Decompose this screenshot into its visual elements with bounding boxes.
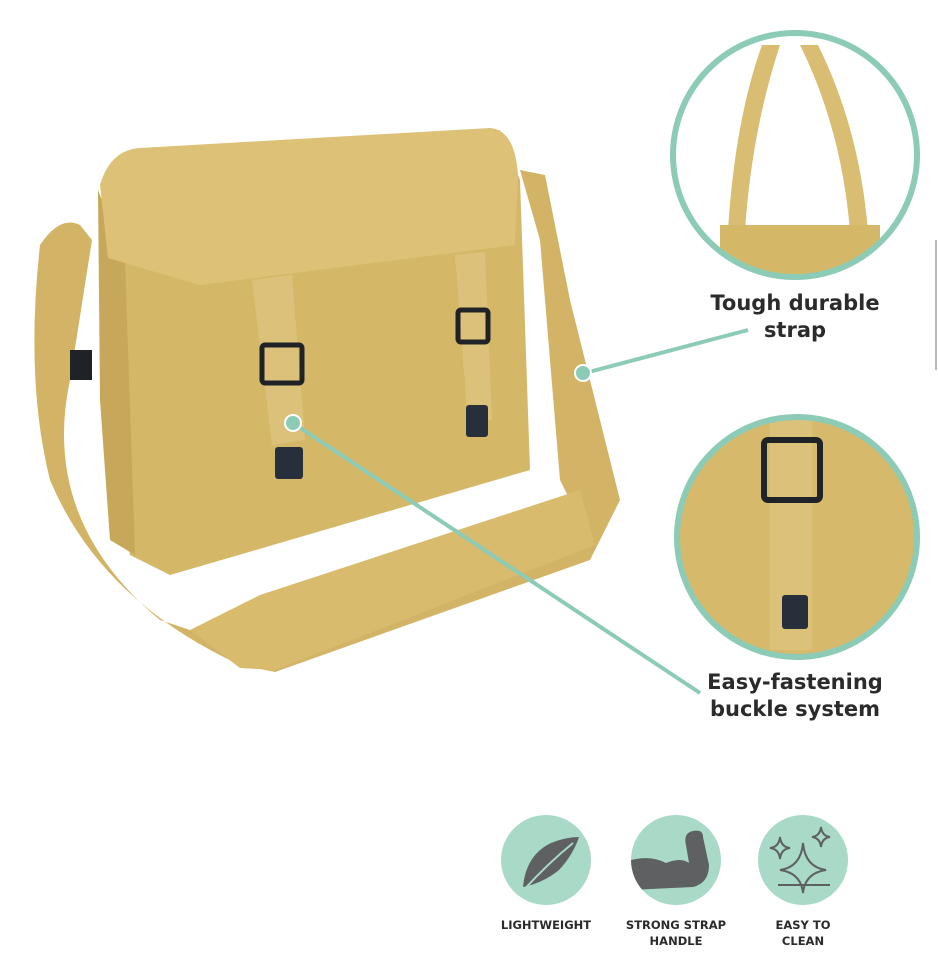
feature-label: CLEAN (781, 934, 825, 948)
strap-callout: Tough durable strap (690, 290, 900, 344)
feature-label: LIGHTWEIGHT (500, 918, 592, 932)
sparkles-icon (758, 815, 848, 905)
flexed-arm-icon (631, 815, 721, 905)
buckle-callout-line2: buckle system (710, 697, 880, 721)
front-strap-right (455, 252, 492, 423)
front-strap-left (252, 275, 305, 445)
feature-label: HANDLE (649, 934, 703, 948)
feature-label: STRONG STRAP (625, 918, 727, 932)
strap-callout-line1: Tough durable (710, 291, 880, 315)
feather-icon (501, 815, 591, 905)
stud-right (466, 405, 488, 437)
buckle-leader-dot (284, 414, 302, 432)
strap-leader-line (584, 328, 749, 375)
strap-leader-dot (574, 364, 592, 382)
feature-strong-strap: STRONG STRAP HANDLE (611, 815, 741, 949)
bag-side (98, 190, 135, 555)
buckle-callout: Easy-fastening buckle system (690, 669, 900, 723)
buckle-detail-view (677, 417, 917, 657)
buckle-left (259, 342, 305, 386)
strap-callout-line2: strap (763, 318, 827, 342)
buckle-right (455, 307, 491, 345)
shoulder-pad (190, 490, 595, 670)
feature-lightweight: LIGHTWEIGHT (481, 815, 611, 933)
buckle-leader-line (291, 421, 702, 695)
stud-left (275, 447, 303, 479)
bag-flap (100, 128, 518, 285)
buckle-callout-line1: Easy-fastening (707, 670, 883, 694)
strap-detail-view (673, 33, 917, 277)
side-clip (70, 350, 92, 380)
feature-label: EASY TO (775, 918, 831, 932)
feature-easy-clean: EASY TO CLEAN (738, 815, 868, 949)
